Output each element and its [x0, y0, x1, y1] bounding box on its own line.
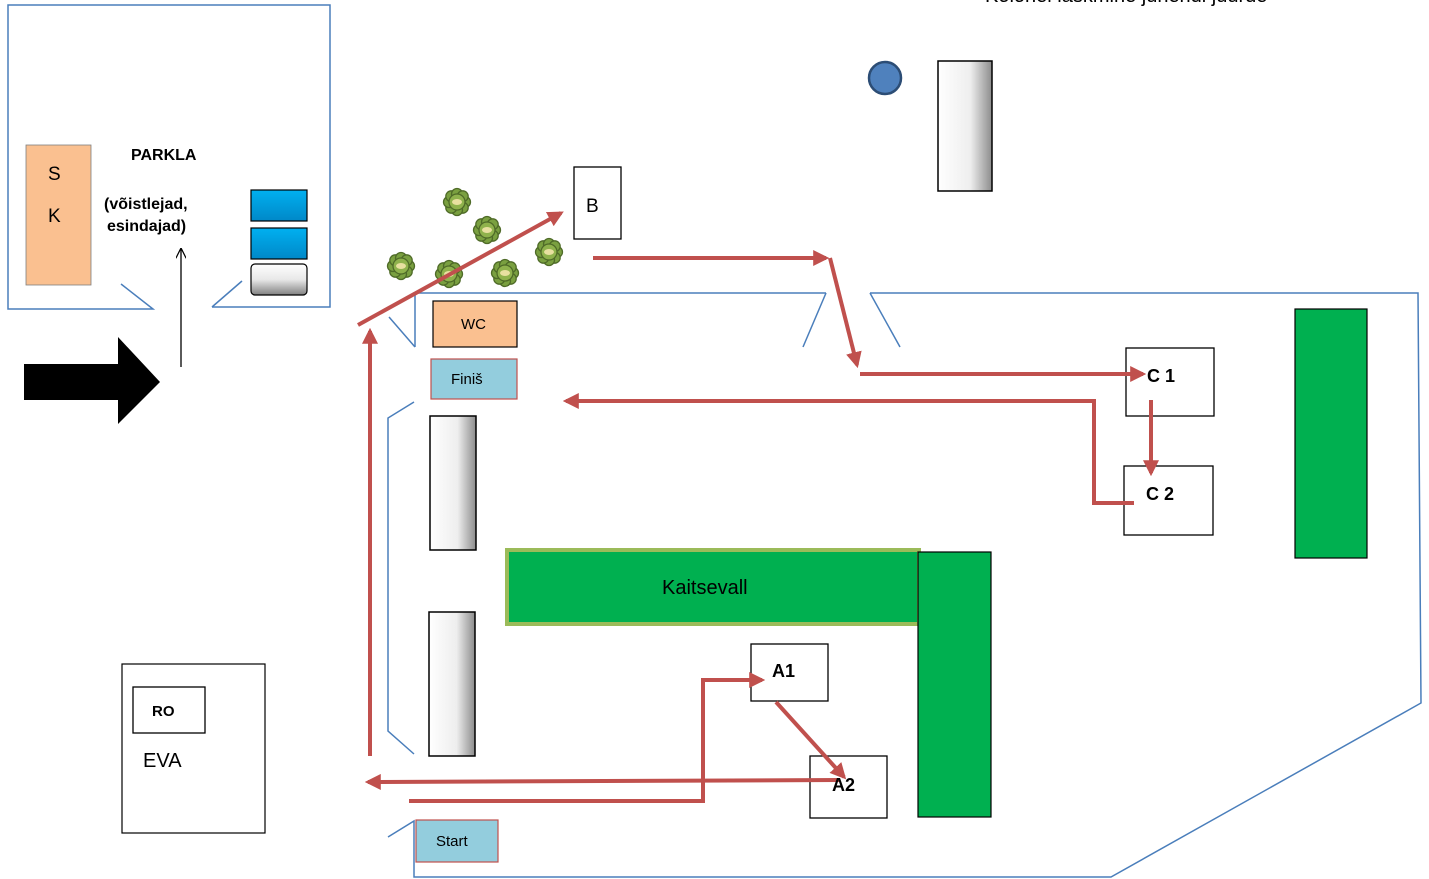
station-a2-box [809, 755, 888, 819]
sk-building [25, 144, 92, 286]
ro-box [132, 686, 206, 734]
grey-barrier-upper [429, 415, 477, 551]
station-a1-label: A1 [772, 661, 796, 681]
parking-subtitle-1: (võistlejad, [104, 196, 188, 213]
bush-icon [442, 187, 472, 217]
parking-area-outline [7, 4, 331, 310]
parked-car-blue-2 [250, 227, 308, 260]
parked-car-blue-1 [250, 189, 308, 222]
finish-label: Finiš [451, 371, 483, 388]
station-c2-box [1123, 465, 1214, 536]
route-c2-to-finish [562, 393, 1134, 505]
blue-dot-marker [867, 60, 903, 96]
start-box [415, 819, 499, 863]
grey-building-top [937, 60, 993, 192]
grey-barrier-lower [428, 611, 476, 757]
route-start-to-a [409, 672, 766, 803]
ro-label: RO [152, 703, 175, 720]
sk-letter-k: K [48, 206, 61, 227]
eva-label: EVA [143, 750, 182, 772]
station-c1-label: C 1 [1147, 366, 1176, 386]
bush-icon [490, 258, 520, 288]
parking-title: PARKLA [131, 147, 197, 164]
route-a1-to-a2 [774, 700, 847, 780]
start-label: Start [436, 833, 468, 850]
bush-icon [472, 215, 502, 245]
wc-label: WC [461, 316, 486, 333]
protective-wall [505, 548, 921, 626]
entry-arrow-icon [24, 337, 160, 424]
sk-letter-s: S [48, 164, 61, 185]
range-outline [387, 292, 1422, 878]
route-down-to-gate [828, 257, 862, 369]
route-arrows [357, 211, 1159, 803]
protective-wall-label: Kaitsevall [662, 577, 748, 599]
station-b-box [573, 166, 622, 240]
route-a2-to-left [364, 773, 840, 790]
bushes [386, 187, 564, 289]
bush-icon [534, 237, 564, 267]
parked-car-grey [250, 263, 308, 296]
route-to-b [357, 211, 564, 327]
station-c2-label: C 2 [1146, 484, 1175, 504]
parking-subtitle-2: esindajad) [107, 218, 187, 235]
bush-icon [386, 251, 416, 281]
header-title: Kolonel laskmine juhendi juurde [985, 0, 1267, 8]
station-b-label: B [586, 196, 599, 217]
finish-box [430, 358, 518, 400]
station-c1-box [1125, 347, 1215, 417]
green-wall-vertical [917, 551, 992, 818]
wc-box [432, 300, 518, 348]
station-a2-label: A2 [832, 775, 856, 795]
green-wall-right [1294, 308, 1368, 559]
